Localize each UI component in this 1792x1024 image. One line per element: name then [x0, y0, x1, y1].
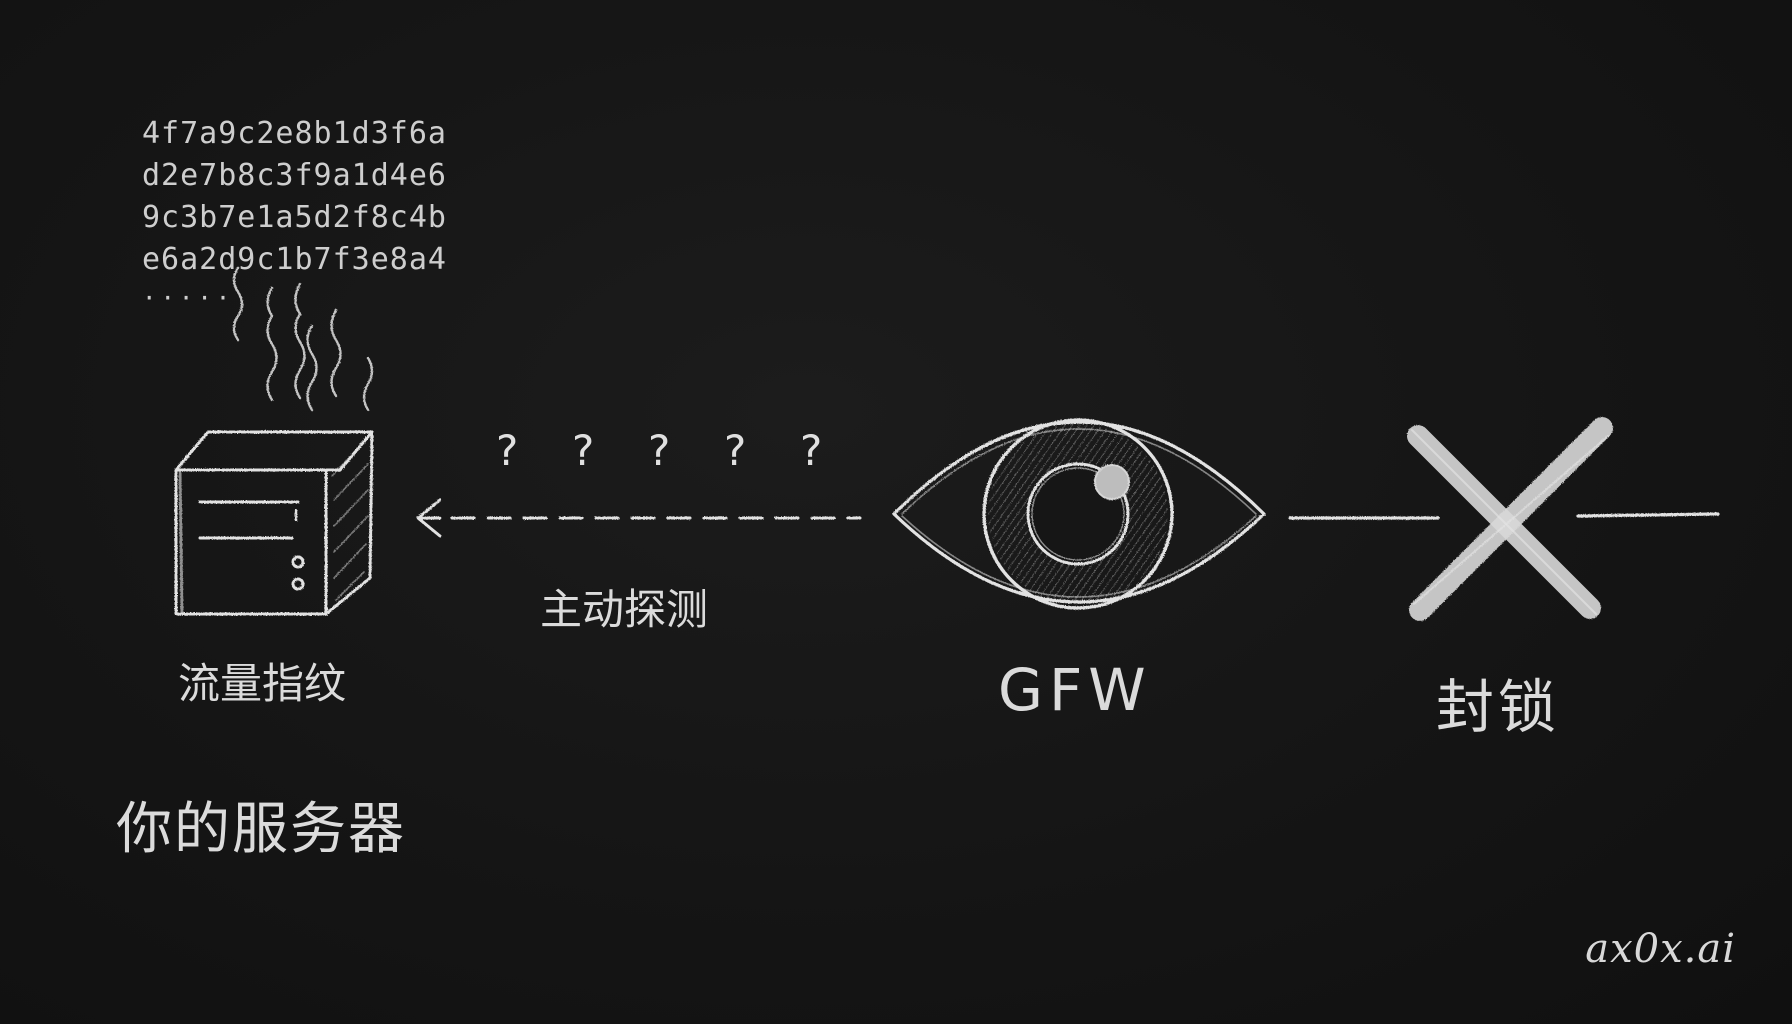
active-probe-label: 主动探测	[540, 585, 709, 634]
block-label: 封锁	[1436, 673, 1561, 741]
fingerprint-hex-line-2: d2e7b8c3f9a1d4e6	[142, 158, 447, 193]
watermark: ax0x.ai	[1585, 926, 1736, 972]
probe-question-mark-3: ?	[648, 426, 671, 475]
probe-question-mark-2: ?	[572, 426, 595, 475]
block-x-icon	[1288, 417, 1720, 621]
fingerprint-hex-line-1: 4f7a9c2e8b1d3f6a	[142, 116, 447, 151]
fingerprint-label: 流量指纹	[178, 659, 347, 708]
active-probe-arrow	[416, 498, 862, 538]
gfw-label: GFW	[998, 656, 1152, 724]
gfw-eye-icon	[892, 418, 1266, 610]
probe-question-mark-4: ?	[724, 426, 747, 475]
server-label: 你的服务器	[116, 797, 406, 862]
fingerprint-hex-line-4: e6a2d9c1b7f3e8a4	[142, 242, 447, 277]
server-icon	[174, 430, 374, 616]
fingerprint-hex-line-3: 9c3b7e1a5d2f8c4b	[142, 200, 447, 235]
probe-question-mark-1: ?	[496, 426, 519, 475]
heat-waves-icon	[232, 266, 374, 412]
probe-question-mark-5: ?	[800, 426, 823, 475]
fingerprint-ellipsis: ·····	[142, 284, 235, 312]
